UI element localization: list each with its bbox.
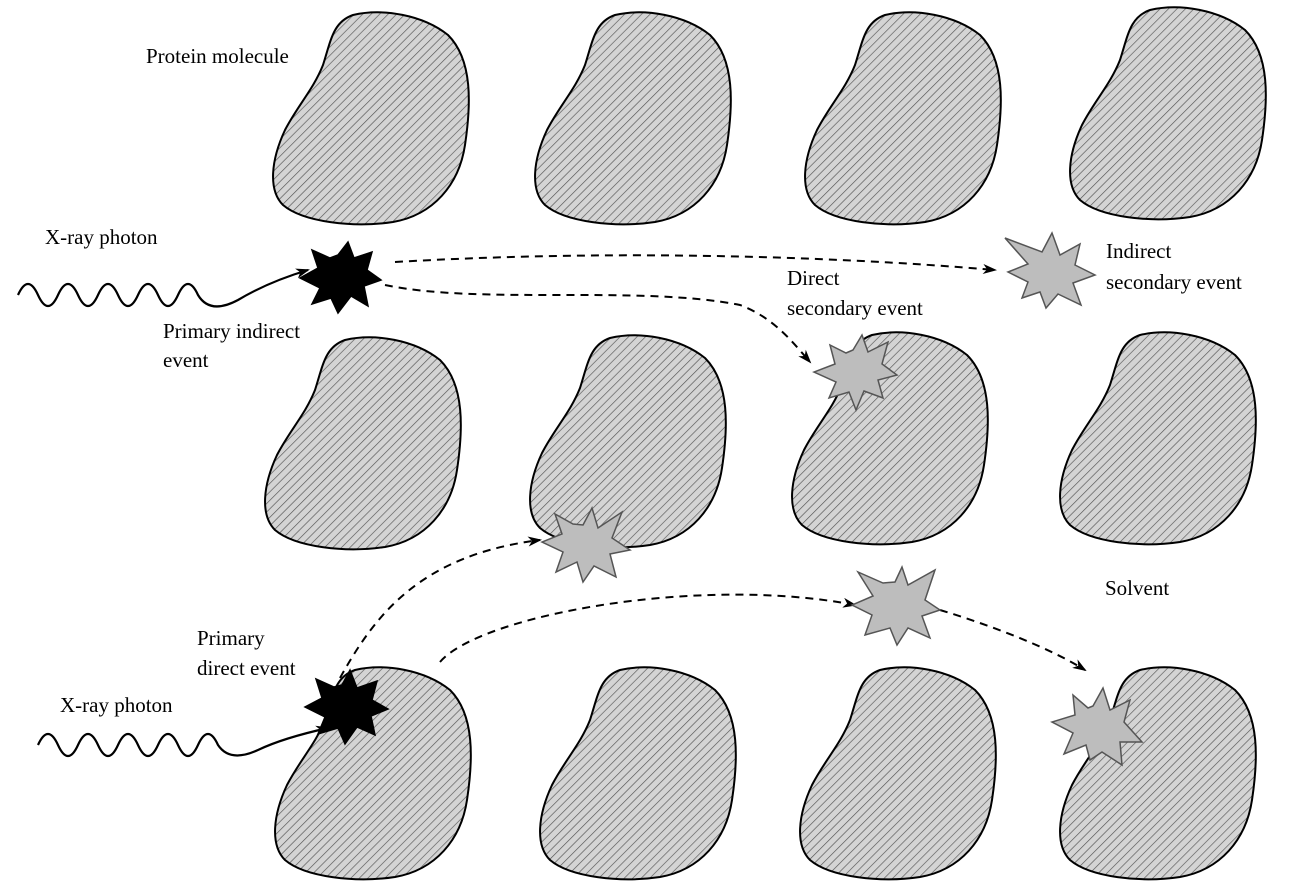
xray-photon-wave-bottom (38, 728, 328, 756)
primary-direct-event-label-line1: Primary (197, 626, 265, 650)
indirect-secondary-event-label-line2: secondary event (1106, 270, 1242, 294)
trajectory-to-indirect-secondary (395, 255, 995, 270)
trajectory-to-secondary-row2 (340, 540, 540, 678)
protein-molecule (540, 667, 736, 879)
solvent-label: Solvent (1105, 576, 1169, 600)
protein-molecule (1070, 7, 1266, 219)
protein-molecule (273, 12, 469, 224)
protein-molecule (530, 335, 726, 547)
trajectory-to-solvent-secondary (440, 595, 855, 662)
protein-molecule (792, 332, 988, 544)
direct-secondary-event-label-line1: Direct (787, 266, 840, 290)
protein-molecule (535, 12, 731, 224)
xray-photon-wave-top (18, 270, 308, 306)
protein-molecule (265, 337, 461, 549)
primary-indirect-event-label-line2: event (163, 348, 209, 372)
indirect-secondary-event-star (1005, 233, 1095, 308)
trajectory-to-secondary-row3 (940, 610, 1085, 670)
protein-molecule (1060, 667, 1256, 879)
xray-photon-label-top: X-ray photon (45, 225, 158, 249)
direct-secondary-event-label-line2: secondary event (787, 296, 923, 320)
indirect-secondary-event-label-line1: Indirect (1106, 239, 1171, 263)
protein-molecule (805, 12, 1001, 224)
protein-molecule (800, 667, 996, 879)
xray-photon-label-bottom: X-ray photon (60, 693, 173, 717)
protein-molecule (1060, 332, 1256, 544)
protein-molecule-label: Protein molecule (146, 44, 289, 68)
primary-indirect-event-label-line1: Primary indirect (163, 319, 300, 343)
solvent-secondary-event-star (852, 567, 940, 645)
primary-indirect-event-star (300, 242, 381, 313)
primary-direct-event-label-line2: direct event (197, 656, 296, 680)
